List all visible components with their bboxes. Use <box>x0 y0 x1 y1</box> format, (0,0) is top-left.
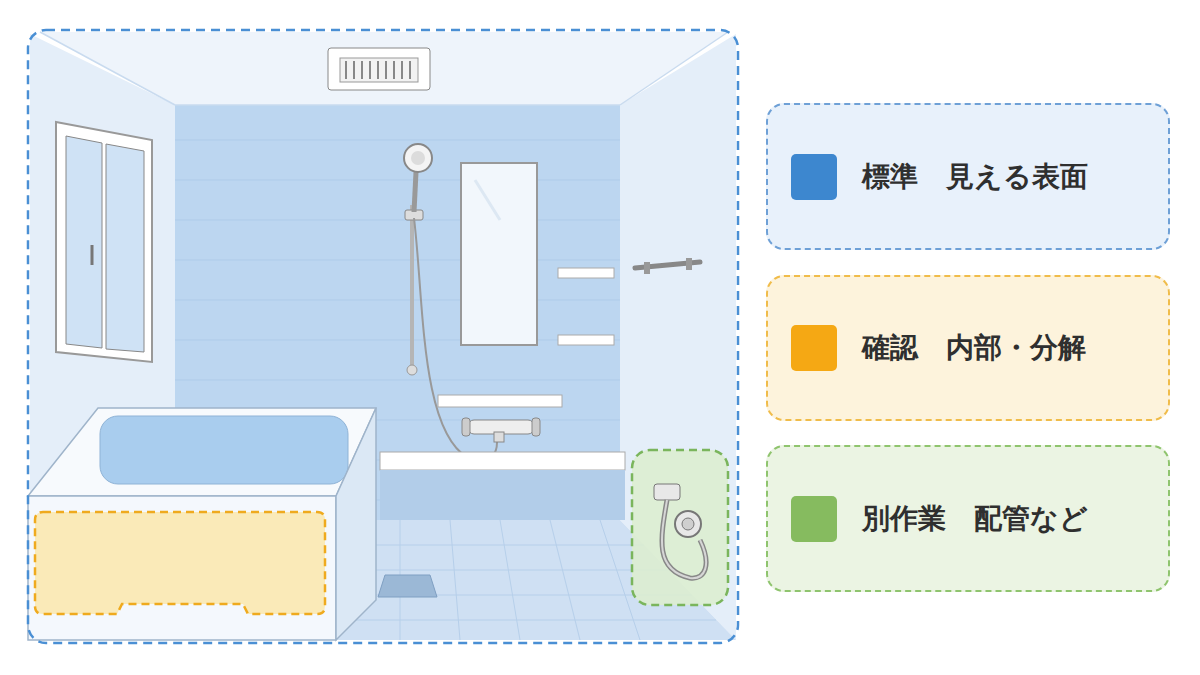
grab-bar <box>635 258 700 274</box>
shower-set-part <box>404 144 432 172</box>
ceiling-vent-part-part <box>345 61 347 79</box>
room-walls <box>30 32 736 640</box>
room-walls-part-part <box>175 300 620 301</box>
legend-label: 標準 見える表面 <box>862 160 1088 194</box>
legend-label: 確認 内部・分解 <box>862 331 1086 365</box>
bathtub-part <box>28 496 336 640</box>
ceiling-vent-part <box>328 48 430 90</box>
window-part <box>106 144 144 352</box>
window-part <box>56 122 152 362</box>
room-walls-part-part <box>175 180 620 181</box>
bench-counter-part <box>380 452 625 470</box>
floor-tiles-part-part <box>450 520 460 640</box>
piping-region-part <box>662 500 706 578</box>
mirror-part <box>461 163 537 345</box>
ceiling-vent-part-part <box>393 61 395 79</box>
grab-bar-part <box>644 262 650 274</box>
room-walls-part <box>40 32 728 105</box>
ceiling-vent-part-part <box>377 61 379 79</box>
legend-label: 別作業 配管など <box>862 502 1088 536</box>
piping-region-part <box>662 500 706 578</box>
standard-area-frame-part <box>28 30 738 643</box>
room-walls-part-part <box>175 220 620 221</box>
mirror <box>461 163 537 345</box>
bathtub-part <box>100 416 348 484</box>
shower-set-part <box>411 151 425 165</box>
room-walls-part-part <box>620 32 728 105</box>
floor-tiles-part-part <box>550 520 580 640</box>
legend-item: 確認 内部・分解 <box>766 275 1170 421</box>
piping-region-part <box>632 450 728 605</box>
window-part <box>91 245 94 265</box>
grab-bar-part <box>686 258 692 270</box>
room-walls-part-part <box>175 140 620 141</box>
legend-item: 別作業 配管など <box>766 445 1170 592</box>
legend-swatch <box>791 496 837 542</box>
piping-region <box>632 450 728 605</box>
tub-apron-region <box>35 512 325 614</box>
shower-set-part <box>414 172 416 212</box>
ceiling-vent-part <box>346 61 410 79</box>
ceiling-vent-part-part <box>361 61 363 79</box>
legend-item: 標準 見える表面 <box>766 103 1170 250</box>
room-walls-part-part <box>40 32 175 105</box>
shelves-part <box>558 268 614 278</box>
bathtub <box>28 408 376 640</box>
shelves-part <box>438 395 562 407</box>
room-walls-part-part <box>175 380 620 381</box>
faucet <box>462 418 540 442</box>
mirror-part <box>475 180 500 220</box>
window-part <box>66 136 102 348</box>
ceiling-vent-part-part <box>401 61 403 79</box>
legend-swatch <box>791 154 837 200</box>
faucet-part <box>532 418 540 436</box>
floor-drain-part <box>378 575 437 597</box>
faucet-part <box>494 432 504 442</box>
bathtub-part <box>336 408 376 640</box>
shower-set-part <box>410 205 414 370</box>
piping-region-part <box>654 484 680 500</box>
ceiling-vent-part-part <box>385 61 387 79</box>
bench-counter-part <box>380 470 625 520</box>
tub-apron-region-part <box>35 512 325 614</box>
piping-region-part <box>682 518 694 530</box>
bathtub-part <box>28 408 376 496</box>
room-walls-part-part <box>175 260 620 261</box>
standard-area-frame <box>28 30 738 643</box>
ceiling-vent-part-part <box>369 61 371 79</box>
window <box>56 122 152 362</box>
ceiling-vent-part-part <box>353 61 355 79</box>
ceiling-vent <box>328 48 430 90</box>
shelves-part <box>558 335 614 345</box>
faucet-part <box>462 418 470 436</box>
bench-counter <box>380 452 625 520</box>
room-walls-part <box>620 34 736 640</box>
floor-drain <box>378 575 437 597</box>
legend-swatch <box>791 325 837 371</box>
floor-tiles-part-part <box>500 520 520 640</box>
piping-region-part <box>675 511 701 537</box>
ceiling-vent-part-part <box>409 61 411 79</box>
room-walls-part-part <box>175 340 620 341</box>
ceiling-vent-part <box>340 58 418 82</box>
room-walls-part-part <box>175 104 620 106</box>
shower-set-part <box>407 365 417 375</box>
shelves <box>438 268 614 407</box>
